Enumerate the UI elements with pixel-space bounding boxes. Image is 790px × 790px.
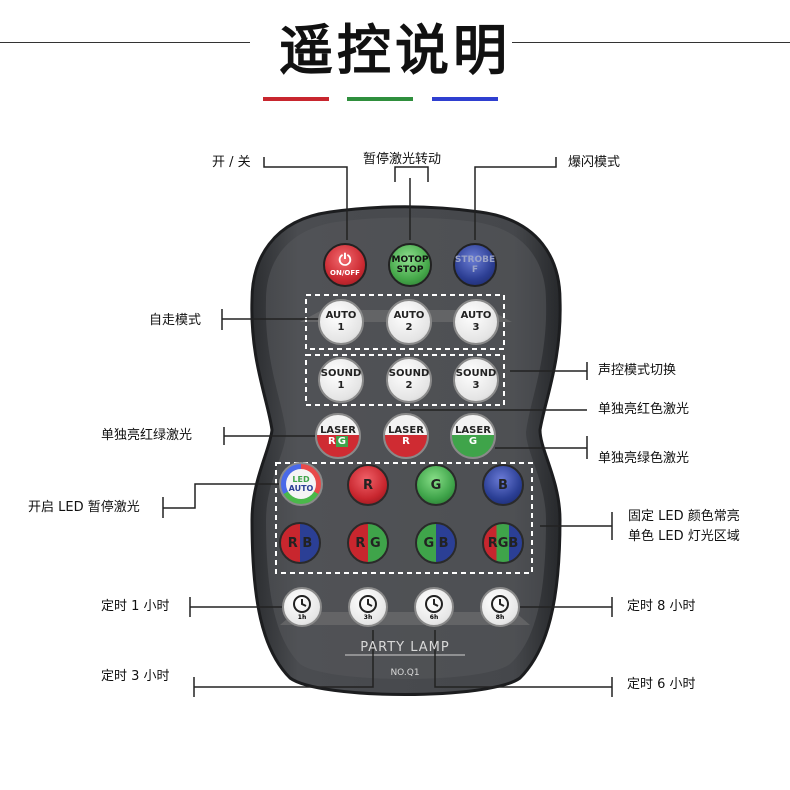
- timer-3h-button[interactable]: 3h: [348, 587, 388, 627]
- led-rgb-letters: RGB: [488, 536, 519, 551]
- sound-1-number: 1: [338, 380, 345, 392]
- laser-g-letter: G: [469, 436, 477, 447]
- led-gb-letter-2: B: [439, 536, 449, 551]
- sound-3-label: SOUND: [456, 368, 497, 380]
- led-rgb-letter-1: R: [488, 536, 498, 551]
- laser-rg-letter-r: R: [328, 436, 336, 447]
- power-icon: ⏻: [339, 252, 352, 268]
- timer-8h-label: 8h: [496, 615, 504, 621]
- laser-rg-letter-g: G: [336, 436, 348, 447]
- strobe-label-2: F: [472, 265, 478, 275]
- auto-3-button[interactable]: AUTO 3: [453, 299, 499, 345]
- auto-3-label: AUTO: [461, 310, 492, 322]
- label-power: 开 / 关: [212, 155, 251, 171]
- laser-r-letter: R: [402, 436, 410, 447]
- label-fixed-led-1: 固定 LED 颜色常亮: [628, 509, 740, 525]
- sound-1-label: SOUND: [321, 368, 362, 380]
- led-auto-button[interactable]: LED AUTO: [279, 462, 323, 506]
- led-rgb-button[interactable]: RGB: [482, 522, 524, 564]
- led-gb-button[interactable]: G B: [415, 522, 457, 564]
- timer-1h-label: 1h: [298, 615, 306, 621]
- sound-3-number: 3: [473, 380, 480, 392]
- clock-icon: [423, 593, 445, 615]
- model-label: NO.Q1: [330, 668, 480, 678]
- motor-stop-label-2: STOP: [397, 265, 424, 275]
- label-timer-3h: 定时 3 小时: [101, 669, 170, 685]
- led-blue-letter: B: [498, 478, 508, 493]
- sound-2-button[interactable]: SOUND 2: [386, 357, 432, 403]
- motor-stop-button[interactable]: MOTOP STOP: [388, 243, 432, 287]
- strobe-label-1: STROBE: [455, 255, 495, 265]
- led-auto-label-2: AUTO: [289, 484, 314, 493]
- timer-1h-button[interactable]: 1h: [282, 587, 322, 627]
- clock-icon: [291, 593, 313, 615]
- timer-3h-label: 3h: [364, 615, 372, 621]
- laser-g-button[interactable]: LASER G: [450, 413, 496, 459]
- clock-icon: [357, 593, 379, 615]
- sound-2-label: SOUND: [389, 368, 430, 380]
- led-green-button[interactable]: G: [415, 464, 457, 506]
- strobe-button[interactable]: STROBE F: [453, 243, 497, 287]
- auto-2-button[interactable]: AUTO 2: [386, 299, 432, 345]
- led-rb-letter-2: B: [302, 536, 312, 551]
- sound-1-button[interactable]: SOUND 1: [318, 357, 364, 403]
- label-led-on-pause-laser: 开启 LED 暂停激光: [28, 500, 140, 516]
- led-rg-letters: R G: [355, 536, 380, 551]
- led-rg-button[interactable]: R G: [347, 522, 389, 564]
- power-button-label: ON/OFF: [330, 268, 360, 278]
- timer-6h-button[interactable]: 6h: [414, 587, 454, 627]
- auto-3-number: 3: [473, 322, 480, 334]
- led-gb-letters: G B: [423, 536, 448, 551]
- timer-6h-label: 6h: [430, 615, 438, 621]
- led-rb-letters: R B: [288, 536, 312, 551]
- laser-rg-label: LASER: [320, 425, 356, 436]
- laser-r-button[interactable]: LASER R: [383, 413, 429, 459]
- led-rgb-letter-2: G: [498, 536, 509, 551]
- led-auto-label-1: LED: [292, 475, 309, 484]
- auto-1-label: AUTO: [326, 310, 357, 322]
- led-red-letter: R: [363, 478, 373, 493]
- auto-2-label: AUTO: [394, 310, 425, 322]
- label-red-green-laser: 单独亮红绿激光: [101, 428, 192, 444]
- motor-stop-label-1: MOTOP: [392, 255, 429, 265]
- label-red-laser: 单独亮红色激光: [598, 402, 689, 418]
- led-rgb-letter-3: B: [508, 536, 518, 551]
- led-rb-button[interactable]: R B: [279, 522, 321, 564]
- laser-r-label: LASER: [388, 425, 424, 436]
- label-timer-8h: 定时 8 小时: [627, 599, 696, 615]
- auto-1-number: 1: [338, 322, 345, 334]
- label-sound-mode: 声控模式切换: [598, 363, 676, 379]
- auto-1-button[interactable]: AUTO 1: [318, 299, 364, 345]
- led-green-letter: G: [431, 478, 442, 493]
- label-green-laser: 单独亮绿色激光: [598, 451, 689, 467]
- timer-8h-button[interactable]: 8h: [480, 587, 520, 627]
- label-auto-mode: 自走模式: [149, 313, 201, 329]
- label-timer-1h: 定时 1 小时: [101, 599, 170, 615]
- led-gb-letter-1: G: [423, 536, 434, 551]
- auto-2-number: 2: [406, 322, 413, 334]
- sound-2-number: 2: [406, 380, 413, 392]
- led-rg-letter-1: R: [355, 536, 365, 551]
- led-red-button[interactable]: R: [347, 464, 389, 506]
- sound-3-button[interactable]: SOUND 3: [453, 357, 499, 403]
- brand-label: PARTY LAMP: [330, 640, 480, 655]
- led-auto-inner: LED AUTO: [286, 469, 316, 499]
- label-pause-motor: 暂停激光转动: [363, 152, 441, 168]
- power-button[interactable]: ⏻ ON/OFF: [323, 243, 367, 287]
- label-fixed-led-2: 单色 LED 灯光区域: [628, 529, 740, 545]
- led-rb-letter-1: R: [288, 536, 298, 551]
- led-blue-button[interactable]: B: [482, 464, 524, 506]
- clock-icon: [489, 593, 511, 615]
- label-timer-6h: 定时 6 小时: [627, 677, 696, 693]
- led-rg-letter-2: G: [370, 536, 381, 551]
- label-strobe: 爆闪模式: [568, 155, 620, 171]
- laser-g-label: LASER: [455, 425, 491, 436]
